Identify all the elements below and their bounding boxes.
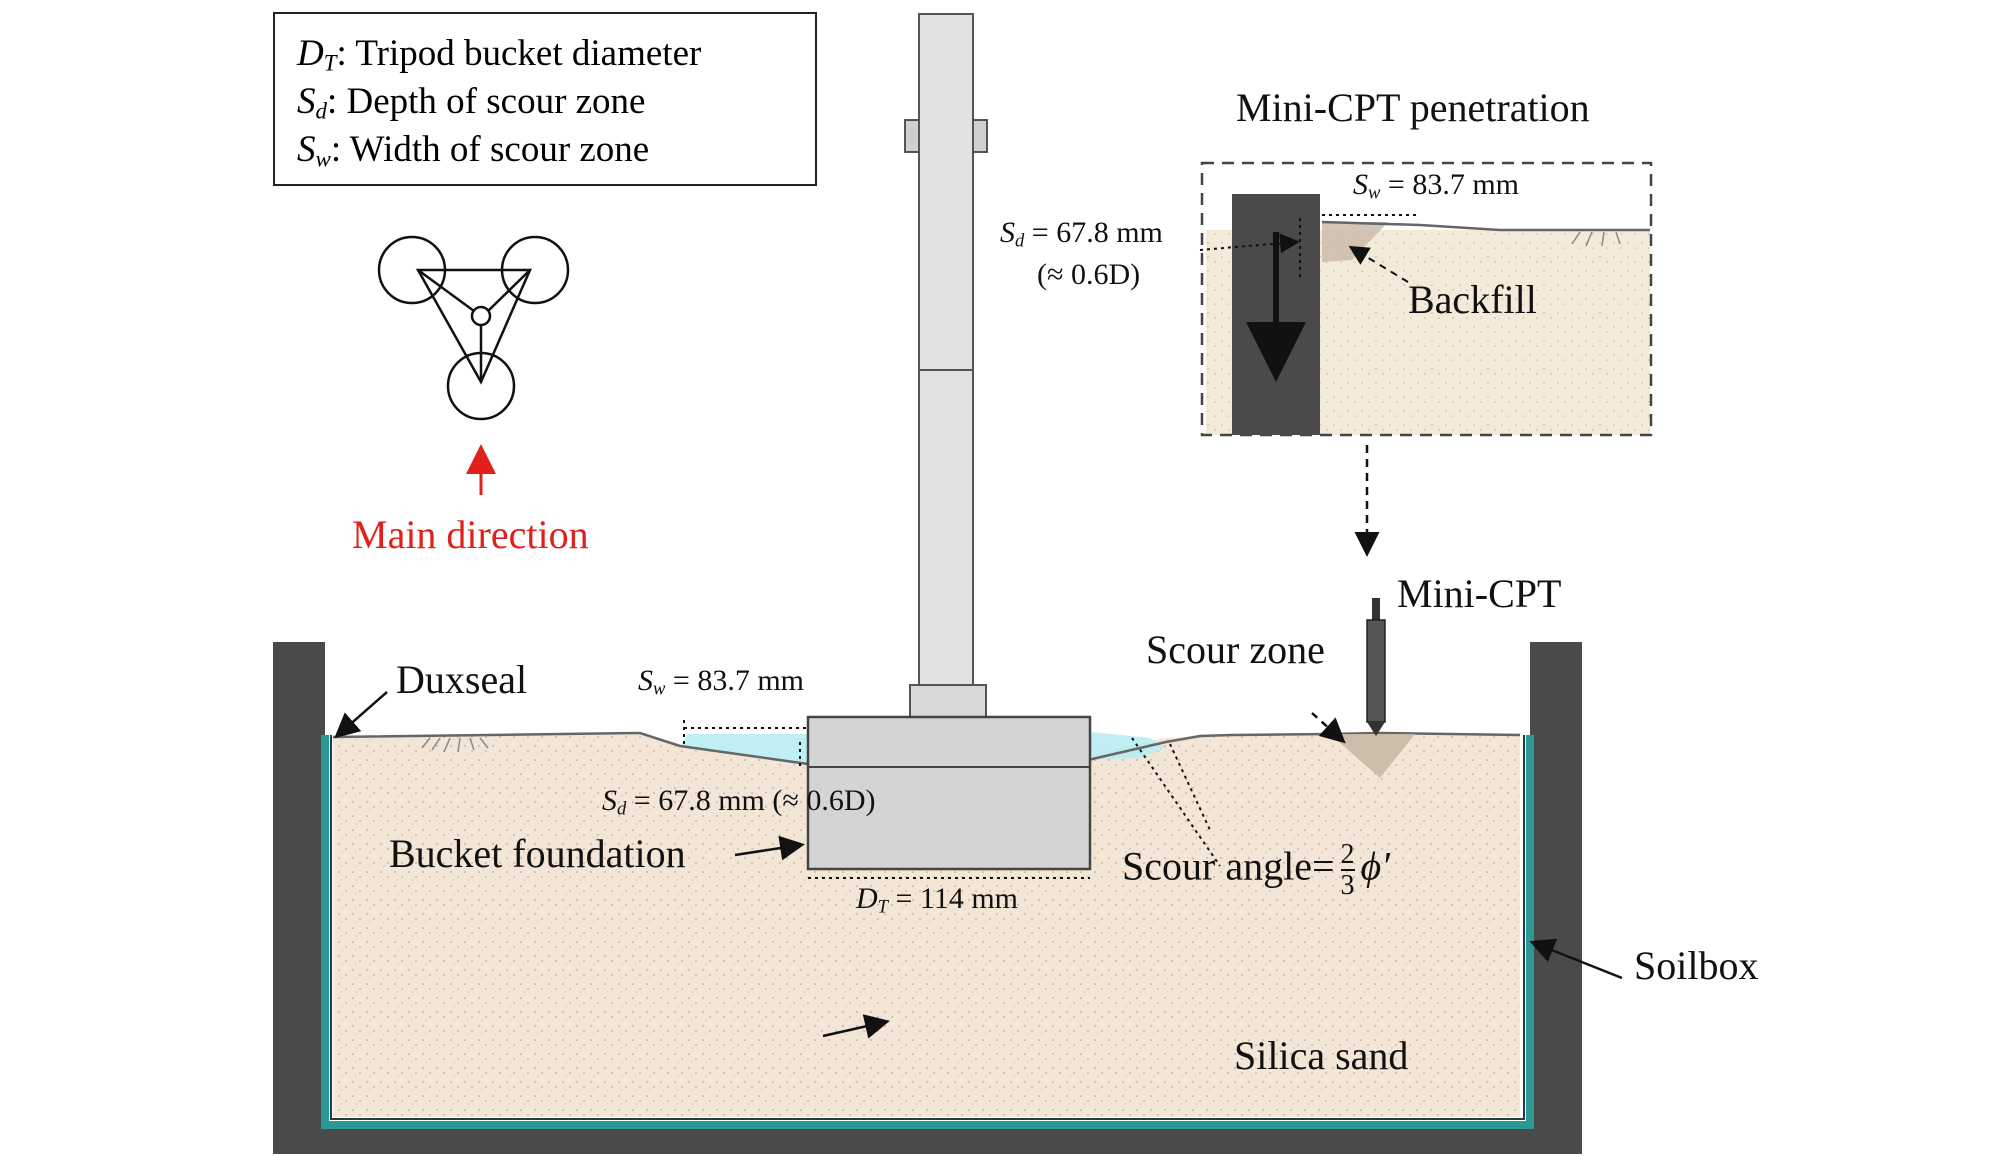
legend-item-sd: Sd: Depth of scour zone (297, 80, 645, 125)
sd-symbol: S (602, 784, 617, 817)
legend-text: : Width of scour zone (330, 129, 650, 170)
sw-sub: w (653, 678, 666, 700)
legend-text: : Tripod bucket diameter (336, 33, 702, 74)
scour-water-left (680, 734, 808, 766)
sd-sub: d (617, 798, 627, 820)
dt-symbol: D (856, 882, 878, 915)
sw-value: = 83.7 mm (665, 664, 804, 697)
sd-value: = 67.8 mm (≈ 0.6D) (626, 784, 876, 817)
frac-den: 3 (1340, 870, 1355, 902)
inset-sw-label: Sw = 83.7 mm (1353, 170, 1519, 203)
frac-num: 2 (1340, 839, 1355, 872)
sd-sub: d (1015, 230, 1025, 252)
legend-subscript: d (315, 98, 327, 124)
scour-water-right (1088, 732, 1166, 760)
main-sw-label: Sw = 83.7 mm (638, 666, 804, 699)
inset-backfill-label: Backfill (1408, 277, 1537, 322)
sw-symbol: S (638, 664, 653, 697)
dt-label: DT = 114 mm (856, 884, 1018, 917)
silica-sand-body (333, 733, 1520, 1117)
loading-column (904, 13, 988, 718)
mini-cpt-label: Mini-CPT (1397, 571, 1562, 616)
dt-sub: T (877, 896, 889, 918)
bucket-foundation-label: Bucket foundation (389, 831, 686, 876)
legend-subscript: T (323, 50, 337, 76)
main-sd-label: Sd = 67.8 mm (≈ 0.6D) (602, 786, 876, 819)
legend-subscript: w (315, 146, 331, 172)
scour-angle-text: Scour angle= (1122, 843, 1335, 889)
inset-sd-label: Sd = 67.8 mm (1000, 218, 1163, 251)
surface-hatch (421, 737, 489, 753)
dt-value: = 114 mm (888, 882, 1018, 915)
sw-symbol: S (1353, 168, 1368, 201)
dimension-lines (683, 720, 1221, 879)
inset-panel (1199, 161, 1653, 437)
scour-zone-backfill (1330, 734, 1415, 778)
mini-cpt-probe (1366, 598, 1386, 736)
legend-symbol: S (297, 81, 316, 122)
legend-box: DT: Tripod bucket diameter Sd: Depth of … (273, 12, 817, 186)
inset-sd-ratio: (≈ 0.6D) (1037, 258, 1141, 291)
sd-value: = 67.8 mm (1024, 216, 1163, 249)
duxseal-label: Duxseal (396, 657, 528, 702)
silica-sand-label: Silica sand (1234, 1033, 1409, 1078)
legend-item-sw: Sw: Width of scour zone (297, 128, 649, 173)
phi-symbol: ϕ′ (1360, 843, 1390, 889)
soilbox-label: Soilbox (1634, 943, 1759, 988)
soilbox (273, 642, 1582, 1154)
ground-surface (332, 731, 1521, 766)
pointer-arrows (334, 691, 1623, 1039)
inset-title: Mini-CPT penetration (1236, 85, 1590, 130)
main-direction-label: Main direction (352, 512, 589, 557)
sw-value: = 83.7 mm (1380, 168, 1519, 201)
sd-symbol: S (1000, 216, 1015, 249)
legend-symbol: S (297, 129, 316, 170)
legend-item-dt: DT: Tripod bucket diameter (297, 32, 701, 77)
bucket-foundation (806, 715, 1092, 871)
sw-sub: w (1368, 182, 1381, 204)
tripod-icon (377, 235, 570, 421)
scour-zone-label: Scour zone (1146, 627, 1325, 672)
legend-text: : Depth of scour zone (326, 81, 646, 122)
legend-symbol: D (297, 33, 324, 74)
